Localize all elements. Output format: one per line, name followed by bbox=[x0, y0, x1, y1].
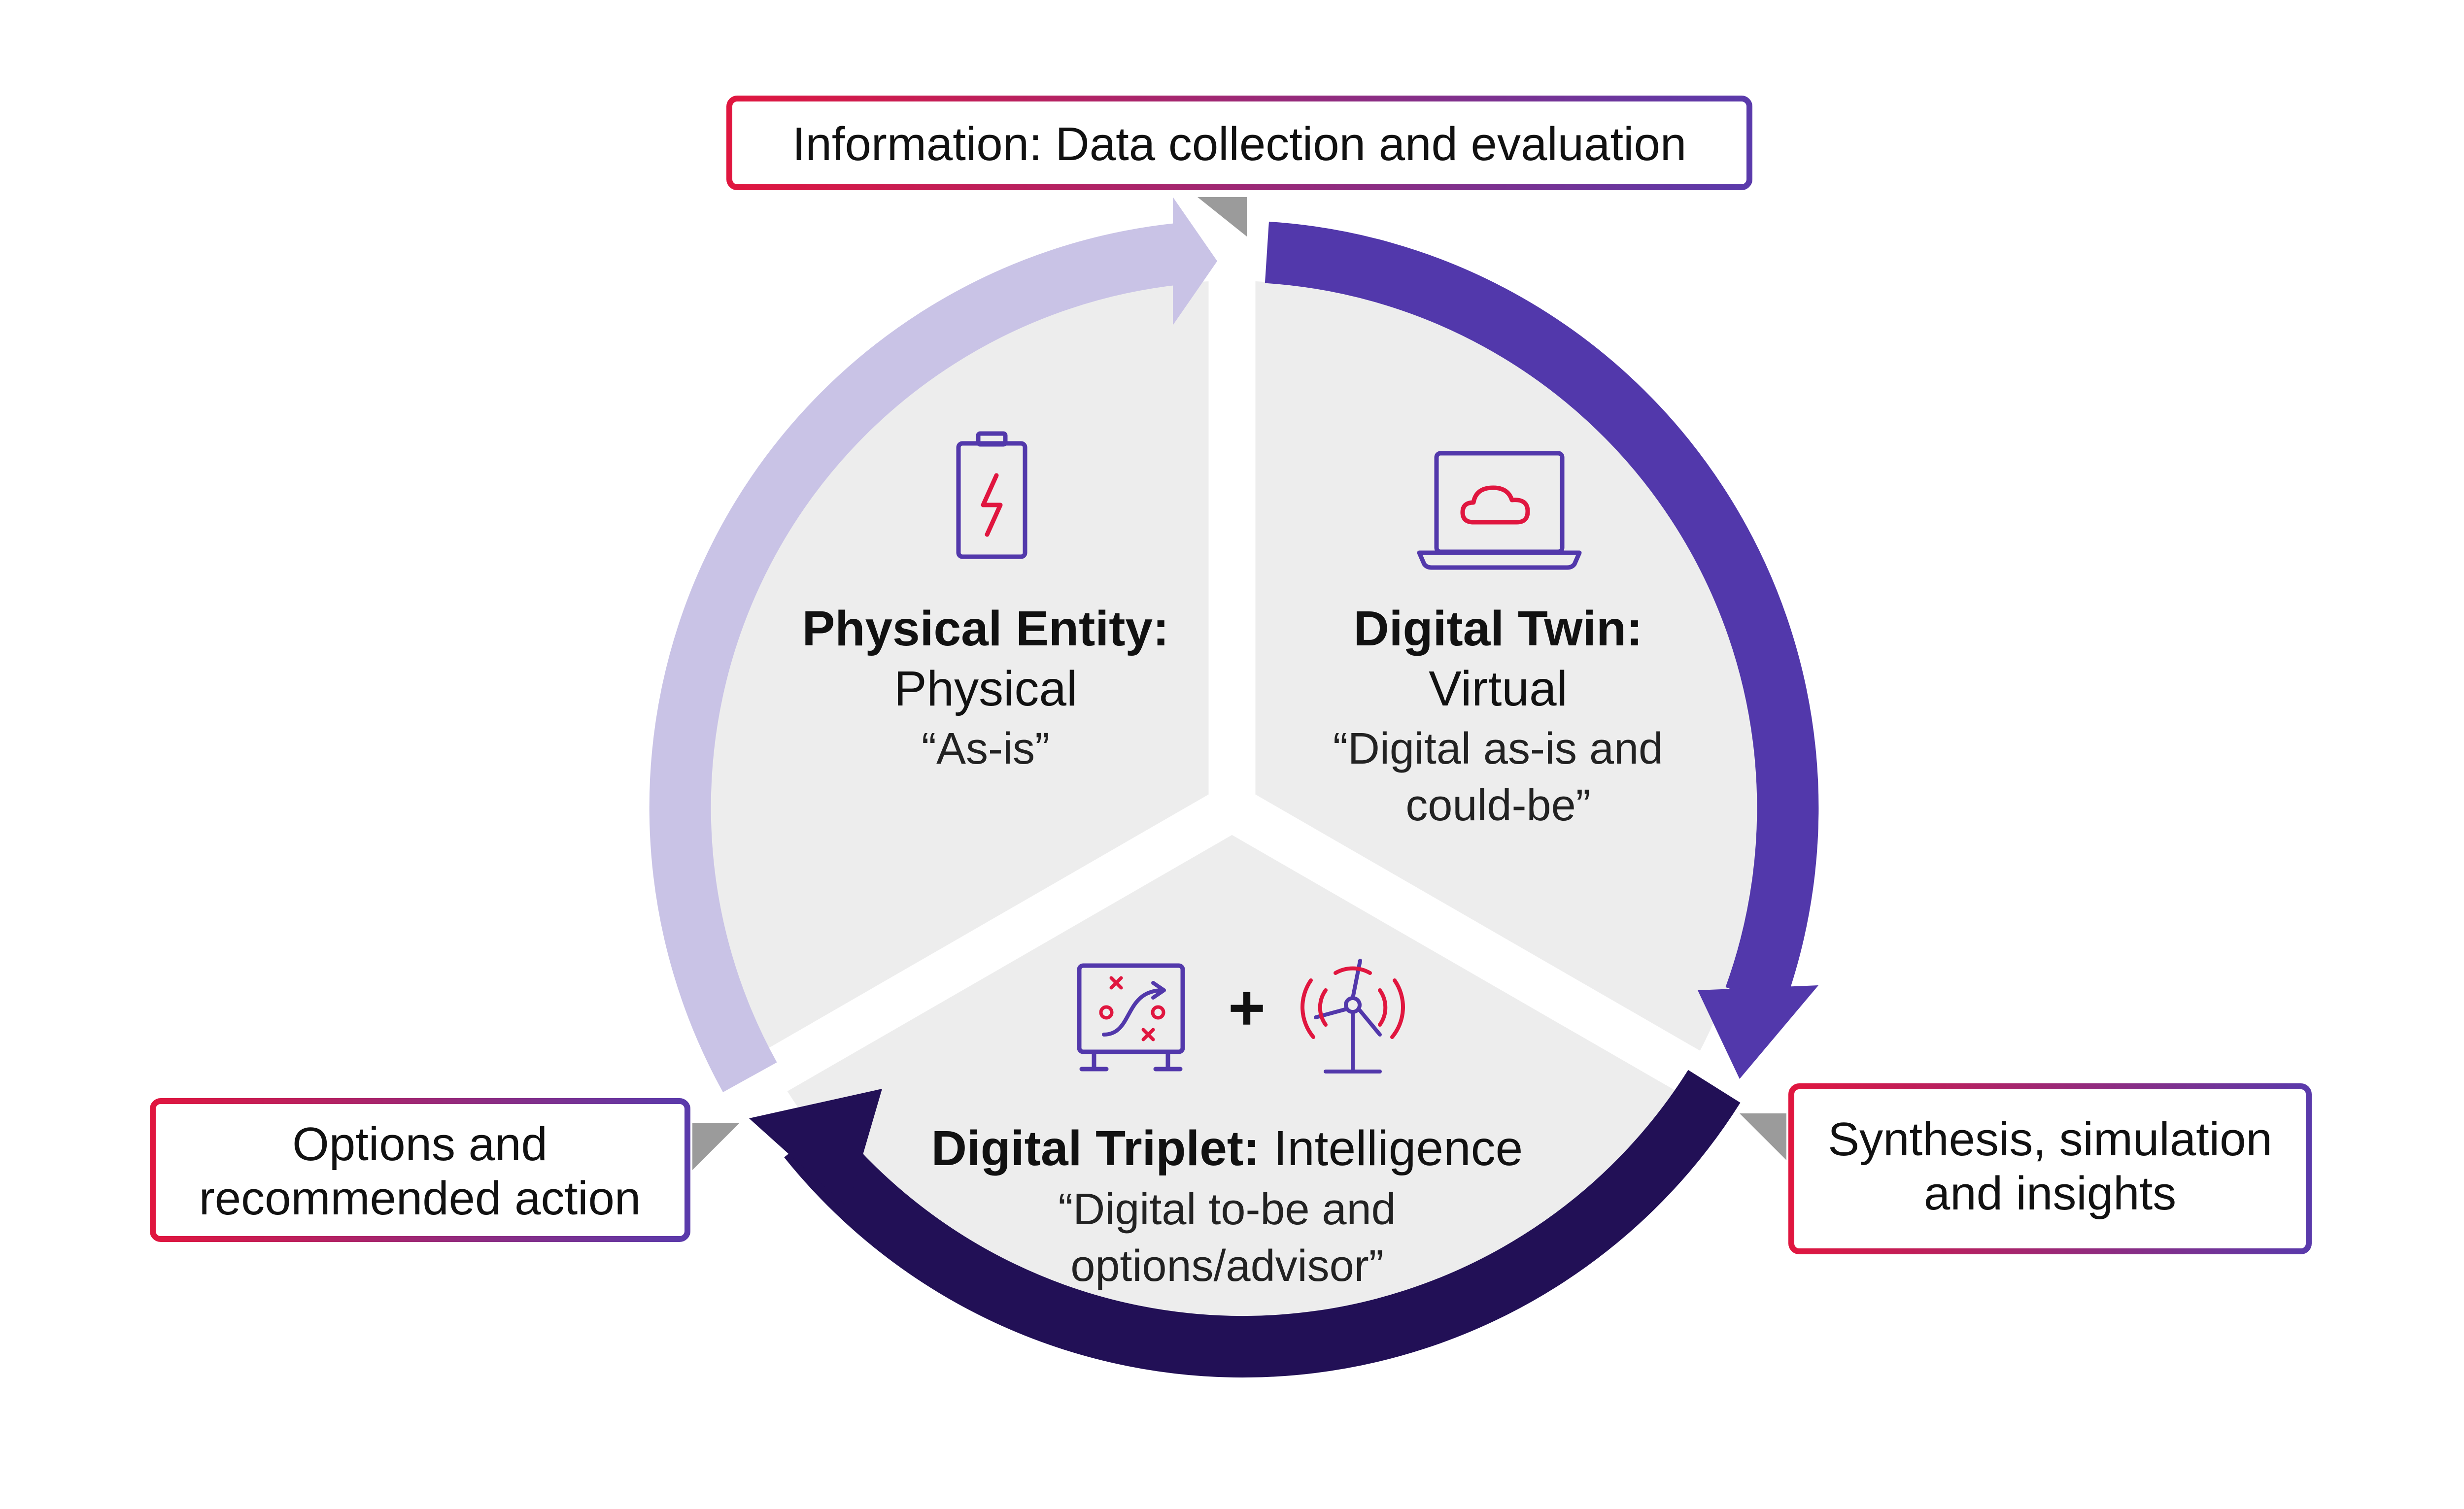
callout-top-text: Information: Data collection and evaluat… bbox=[792, 118, 1686, 170]
sector-physical: Physical Entity: Physical “As-is” bbox=[802, 431, 1169, 773]
cycle-arrows bbox=[649, 197, 1819, 1378]
callout-right-box bbox=[1788, 1083, 2312, 1254]
sector-dividers bbox=[737, 256, 1727, 1107]
arrow-mid-head bbox=[1698, 985, 1818, 1079]
pointer-top bbox=[1198, 197, 1247, 236]
physical-quote: “As-is” bbox=[922, 724, 1050, 773]
triplet-title: Digital Triplet: bbox=[931, 1121, 1260, 1176]
arrow-mid bbox=[1265, 221, 1819, 1008]
callout-left-line2: recommended action bbox=[199, 1172, 641, 1225]
callout-top-box bbox=[726, 96, 1752, 190]
pointer-right bbox=[1740, 1113, 1786, 1160]
triplet-quote-line1: “Digital to-be and bbox=[1058, 1185, 1396, 1234]
laptop-cloud-icon bbox=[1417, 451, 1582, 570]
callout-right-line2: and insights bbox=[1924, 1167, 2176, 1220]
callout-left-line1: Options and bbox=[292, 1118, 548, 1171]
callout-right-line1: Synthesis, simulation bbox=[1828, 1113, 2272, 1166]
physical-subtitle: Physical bbox=[894, 661, 1077, 716]
callout-left-box bbox=[150, 1098, 690, 1242]
twin-title: Digital Twin: bbox=[1354, 601, 1643, 656]
twin-quote-line2: could-be” bbox=[1405, 781, 1590, 830]
strategy-board-icon bbox=[1077, 963, 1185, 1072]
pointer-left bbox=[692, 1123, 739, 1170]
callout-top: Information: Data collection and evaluat… bbox=[726, 96, 1752, 190]
sector-twin: Digital Twin: Virtual “Digital as-is and… bbox=[1333, 451, 1663, 830]
callout-right: Synthesis, simulation and insights bbox=[1788, 1083, 2312, 1254]
twin-quote-line1: “Digital as-is and bbox=[1333, 724, 1663, 773]
arrow-dark bbox=[784, 1070, 1741, 1378]
physical-title: Physical Entity: bbox=[802, 601, 1169, 656]
wind-turbine-icon bbox=[1300, 959, 1405, 1073]
arrow-dark-head bbox=[749, 1089, 882, 1207]
triplet-quote-line2: options/advisor” bbox=[1070, 1241, 1383, 1291]
plus-sign: + bbox=[1228, 972, 1266, 1043]
arrow-light-head bbox=[1173, 197, 1217, 325]
sector-triplet: + Digital Triplet: Intelligence “Digital… bbox=[931, 959, 1523, 1291]
twin-subtitle: Virtual bbox=[1429, 661, 1568, 716]
callout-left: Options and recommended action bbox=[150, 1098, 690, 1242]
battery-icon bbox=[956, 431, 1027, 559]
arrow-light bbox=[649, 223, 1182, 1092]
triplet-heading: Digital Triplet: Intelligence bbox=[931, 1121, 1523, 1176]
triplet-subtitle: Intelligence bbox=[1273, 1121, 1523, 1176]
